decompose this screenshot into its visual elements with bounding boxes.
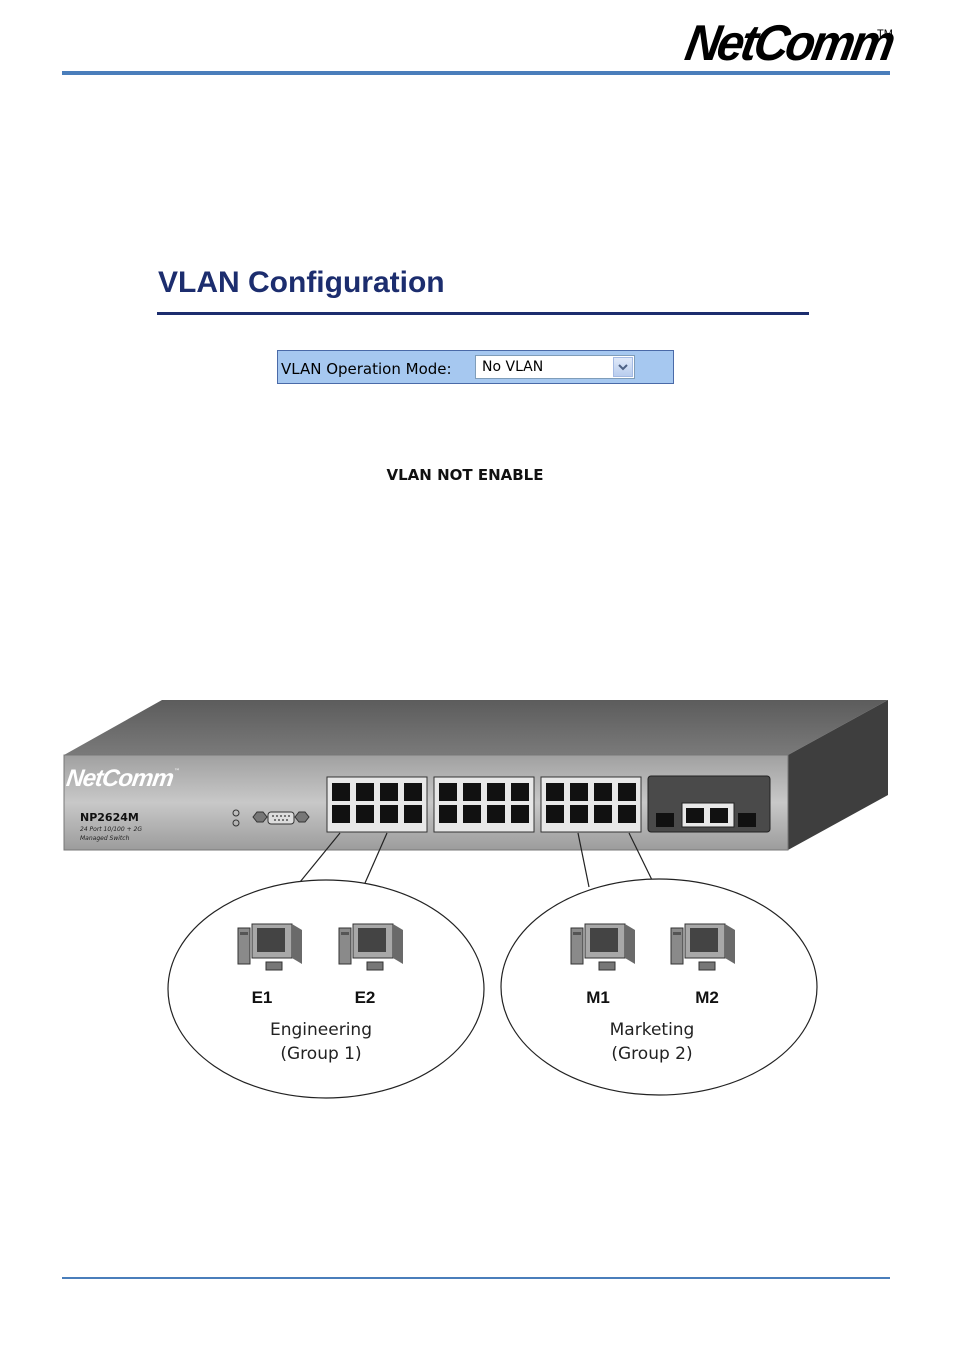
port-block-3 [541, 777, 641, 832]
group-number-marketing: (Group 2) [611, 1044, 692, 1064]
group-name-engineering: Engineering [270, 1020, 372, 1040]
gigabit-port-block [648, 776, 770, 832]
switch-desc-2: Managed Switch [80, 835, 130, 842]
netcomm-logo: NetComm [682, 19, 897, 69]
vlan-network-diagram: NetComm ™ NP2624M 24 Port 10/100 + 2G Ma… [62, 697, 892, 1102]
switch-desc-1: 24 Port 10/100 + 2G [80, 826, 142, 833]
vlan-mode-value: No VLAN [482, 359, 543, 375]
switch-model: NP2624M [80, 811, 139, 824]
chevron-down-icon [618, 362, 628, 372]
console-port [268, 812, 294, 824]
port-block-1 [327, 777, 427, 832]
group-engineering [168, 880, 484, 1098]
member-e2: E2 [355, 988, 376, 1007]
vlan-status-message: VLAN NOT ENABLE [0, 466, 930, 484]
switch-top [64, 700, 888, 755]
vlan-mode-select[interactable]: No VLAN [475, 355, 635, 379]
header-rule [62, 71, 890, 75]
port-block-2 [434, 777, 534, 832]
page-title: VLAN Configuration [158, 266, 445, 299]
footer-rule [62, 1277, 890, 1279]
member-m2: M2 [695, 988, 719, 1007]
title-underline [157, 312, 809, 315]
trademark-mark: TM [877, 28, 893, 40]
switch-brand-tm: ™ [174, 768, 180, 775]
member-m1: M1 [586, 988, 610, 1007]
dropdown-button[interactable] [613, 357, 633, 377]
member-e1: E1 [252, 988, 273, 1007]
switch-brand: NetComm [65, 765, 176, 792]
group-name-marketing: Marketing [610, 1020, 695, 1040]
vlan-mode-label: VLAN Operation Mode: [281, 360, 452, 378]
vlan-mode-panel: VLAN Operation Mode: No VLAN [277, 350, 674, 384]
group-number-engineering: (Group 1) [280, 1044, 361, 1064]
